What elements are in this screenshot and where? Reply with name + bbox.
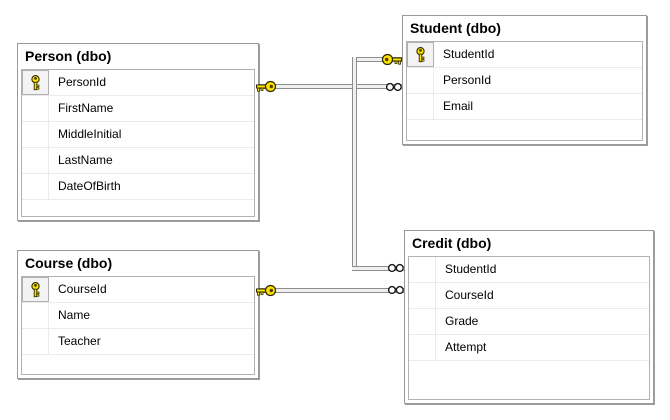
column-name: Grade bbox=[445, 314, 479, 328]
row-selector bbox=[22, 174, 49, 199]
column-name: CourseId bbox=[445, 288, 494, 302]
row-selector bbox=[22, 329, 49, 354]
key-icon bbox=[255, 80, 277, 93]
table-row[interactable]: LastName bbox=[22, 148, 254, 174]
column-name: Name bbox=[58, 308, 91, 322]
table-course[interactable]: Course (dbo) CourseId Name bbox=[17, 250, 259, 379]
column-name: FirstName bbox=[58, 101, 114, 115]
primary-key-icon bbox=[31, 281, 40, 297]
relationship-line-person-student[interactable] bbox=[257, 84, 403, 89]
column-name: StudentId bbox=[445, 262, 497, 276]
column-name: MiddleInitial bbox=[58, 127, 122, 141]
table-credit-header[interactable]: Credit (dbo) bbox=[412, 235, 492, 251]
column-name: CourseId bbox=[58, 282, 107, 296]
row-selector bbox=[22, 122, 49, 147]
row-selector bbox=[409, 335, 436, 360]
table-row[interactable]: Name bbox=[22, 303, 254, 329]
table-credit[interactable]: Credit (dbo) StudentId CourseId Grade At… bbox=[404, 230, 654, 404]
key-icon bbox=[255, 284, 277, 297]
row-selector bbox=[22, 70, 49, 95]
column-name: LastName bbox=[58, 153, 113, 167]
table-row[interactable]: StudentId bbox=[407, 42, 642, 68]
table-student[interactable]: Student (dbo) StudentId PersonId bbox=[402, 15, 647, 145]
row-selector bbox=[409, 257, 436, 282]
key-icon bbox=[381, 53, 403, 66]
relationship-line-course-credit[interactable] bbox=[257, 288, 405, 293]
table-row[interactable]: CourseId bbox=[22, 277, 254, 303]
table-row[interactable]: CourseId bbox=[409, 283, 649, 309]
row-selector bbox=[409, 283, 436, 308]
row-selector bbox=[22, 277, 49, 302]
table-row[interactable]: DateOfBirth bbox=[22, 174, 254, 200]
row-selector bbox=[409, 309, 436, 334]
relationship-line-student-credit-vertical[interactable] bbox=[352, 57, 357, 271]
table-row[interactable]: PersonId bbox=[407, 68, 642, 94]
relationship-line-student-credit-top[interactable] bbox=[352, 57, 403, 62]
row-selector bbox=[22, 303, 49, 328]
table-row[interactable]: MiddleInitial bbox=[22, 122, 254, 148]
primary-key-icon bbox=[416, 46, 425, 62]
table-person-header[interactable]: Person (dbo) bbox=[25, 48, 112, 64]
table-row[interactable]: Grade bbox=[409, 309, 649, 335]
infinity-icon bbox=[387, 263, 405, 273]
table-row[interactable]: StudentId bbox=[409, 257, 649, 283]
column-name: PersonId bbox=[58, 75, 107, 89]
column-name: PersonId bbox=[443, 73, 492, 87]
primary-key-icon bbox=[31, 74, 40, 90]
table-row[interactable]: Attempt bbox=[409, 335, 649, 361]
column-name: DateOfBirth bbox=[58, 179, 121, 193]
table-row[interactable]: Teacher bbox=[22, 329, 254, 355]
table-person[interactable]: Person (dbo) PersonId FirstName bbox=[17, 43, 259, 221]
column-name: Email bbox=[443, 99, 474, 113]
infinity-icon bbox=[385, 82, 403, 92]
table-course-header[interactable]: Course (dbo) bbox=[25, 255, 113, 271]
column-name: StudentId bbox=[443, 47, 495, 61]
table-row[interactable]: Email bbox=[407, 94, 642, 120]
table-student-grid: StudentId PersonId Email bbox=[406, 41, 643, 141]
table-credit-grid: StudentId CourseId Grade Attempt bbox=[408, 256, 650, 400]
row-selector bbox=[407, 42, 434, 67]
row-selector bbox=[22, 96, 49, 121]
table-course-grid: CourseId Name Teacher bbox=[21, 276, 255, 375]
table-row[interactable]: FirstName bbox=[22, 96, 254, 122]
relationship-line-student-credit-bottom[interactable] bbox=[352, 266, 405, 271]
column-name: Teacher bbox=[58, 334, 101, 348]
row-selector bbox=[407, 94, 434, 119]
table-student-header[interactable]: Student (dbo) bbox=[410, 20, 501, 36]
column-name: Attempt bbox=[445, 340, 487, 354]
row-selector bbox=[22, 148, 49, 173]
table-person-grid: PersonId FirstName MiddleInitial LastNam… bbox=[21, 69, 255, 217]
row-selector bbox=[407, 68, 434, 93]
table-row[interactable]: PersonId bbox=[22, 70, 254, 96]
infinity-icon bbox=[387, 285, 405, 295]
